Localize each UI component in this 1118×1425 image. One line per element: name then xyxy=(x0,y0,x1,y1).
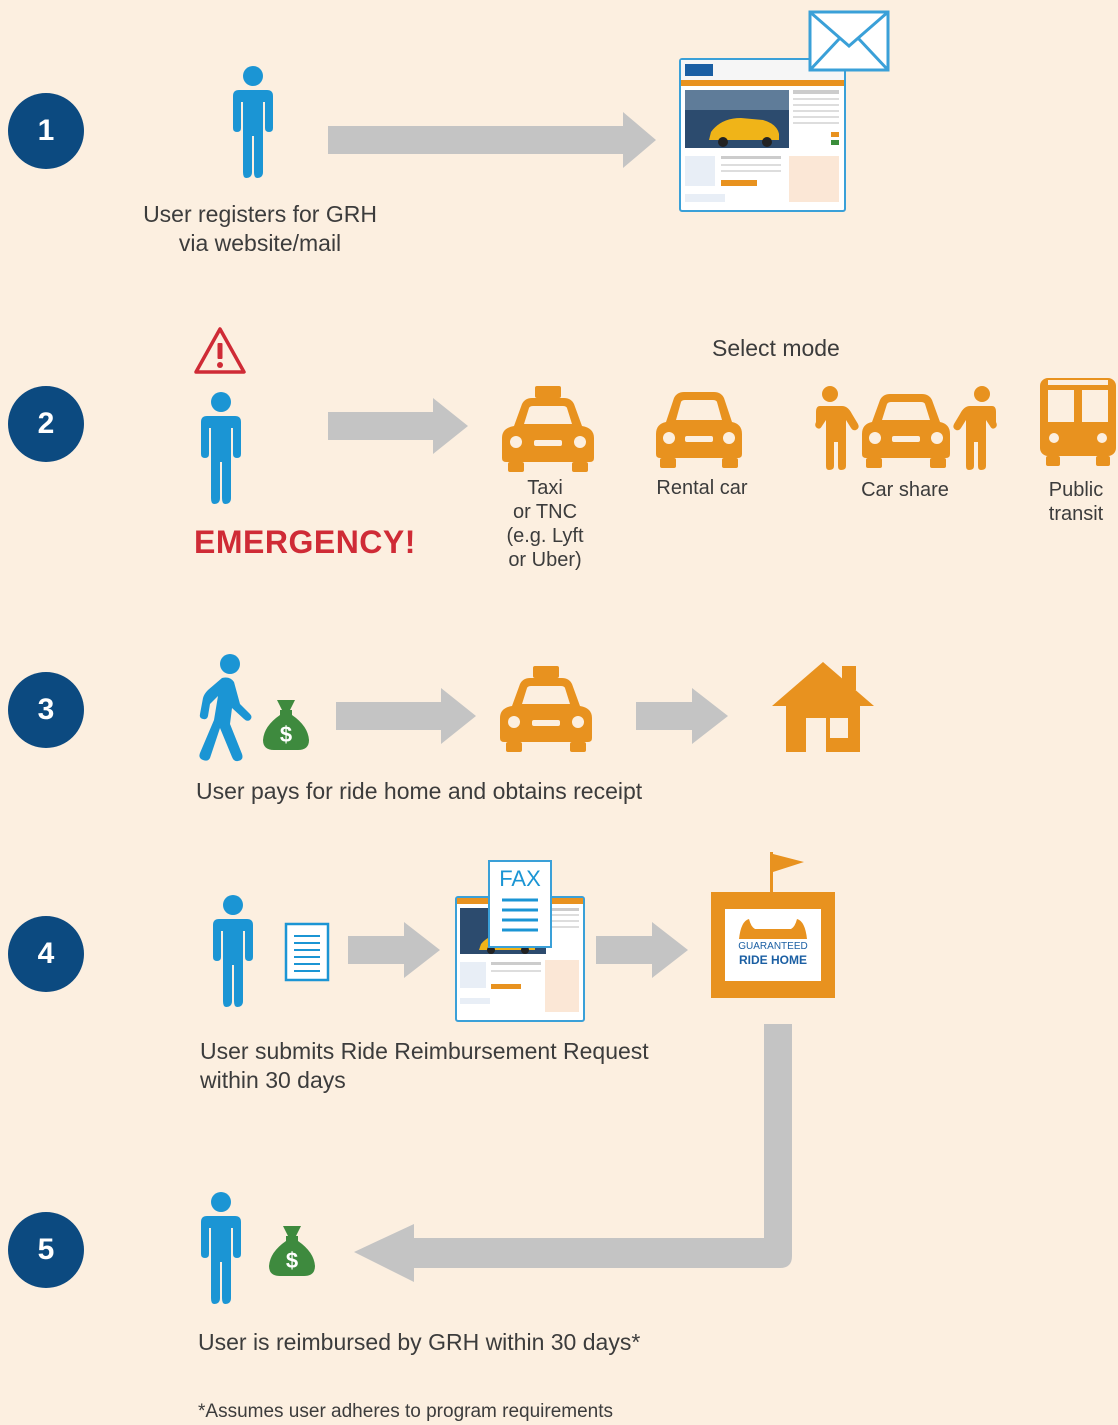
car-share-icon xyxy=(815,386,997,470)
walking-person-icon xyxy=(199,654,252,762)
money-bag-icon: $ xyxy=(263,700,309,750)
svg-text:$: $ xyxy=(280,722,292,747)
document-icon xyxy=(284,922,330,982)
select-mode-label: Select mode xyxy=(712,335,840,361)
step-1-circle: 1 xyxy=(8,93,84,169)
mode-public-transit-label: Public transit xyxy=(1048,479,1104,525)
grh-logo-sign: GUARANTEED RIDE HOME xyxy=(711,892,835,998)
arrow-right-icon xyxy=(328,398,468,454)
fax-document: FAX xyxy=(488,860,552,948)
arrow-right-icon xyxy=(328,112,656,168)
person-icon xyxy=(213,895,253,1007)
fax-label: FAX xyxy=(499,866,541,891)
step-3-circle: 3 xyxy=(8,672,84,748)
grh-logo-text-top: GUARANTEED xyxy=(738,941,808,952)
arrow-right-icon xyxy=(336,688,476,744)
step-4-circle: 4 xyxy=(8,916,84,992)
step-5-caption: User is reimbursed by GRH within 30 days… xyxy=(198,1329,641,1355)
svg-text:$: $ xyxy=(286,1248,298,1273)
envelope-icon xyxy=(808,10,890,72)
step-5-circle: 5 xyxy=(8,1212,84,1288)
taxi-icon xyxy=(502,386,594,472)
website-screenshot xyxy=(455,896,585,1022)
house-icon xyxy=(772,662,874,752)
step-1-caption: User registers for GRH via website/mail xyxy=(143,201,377,256)
arrow-right-icon xyxy=(348,922,440,978)
warning-icon xyxy=(194,327,246,374)
grh-logo-icon xyxy=(739,919,807,939)
mode-car-share-label: Car share xyxy=(861,479,949,501)
emergency-label: EMERGENCY! xyxy=(194,524,416,560)
step-3-caption: User pays for ride home and obtains rece… xyxy=(196,778,643,804)
person-icon xyxy=(233,66,273,178)
person-icon xyxy=(201,392,241,504)
flag-icon xyxy=(770,852,804,896)
mode-taxi-label: Taxi or TNC (e.g. Lyft or Uber) xyxy=(506,477,584,571)
arrow-right-icon xyxy=(596,922,688,978)
step-2-circle: 2 xyxy=(8,386,84,462)
bus-icon xyxy=(1040,378,1116,466)
footnote: *Assumes user adheres to program require… xyxy=(198,1401,614,1422)
person-icon xyxy=(201,1192,241,1304)
money-bag-icon: $ xyxy=(269,1226,315,1276)
taxi-icon xyxy=(500,666,592,752)
return-arrow-icon xyxy=(354,1024,792,1282)
website-screenshot xyxy=(679,58,846,212)
grh-logo-text-bottom: RIDE HOME xyxy=(738,953,807,967)
rental-car-icon xyxy=(656,392,742,468)
mode-rental-car-label: Rental car xyxy=(656,477,748,499)
arrow-right-icon xyxy=(636,688,728,744)
step-4-caption: User submits Ride Reimbursement Request … xyxy=(200,1038,649,1093)
